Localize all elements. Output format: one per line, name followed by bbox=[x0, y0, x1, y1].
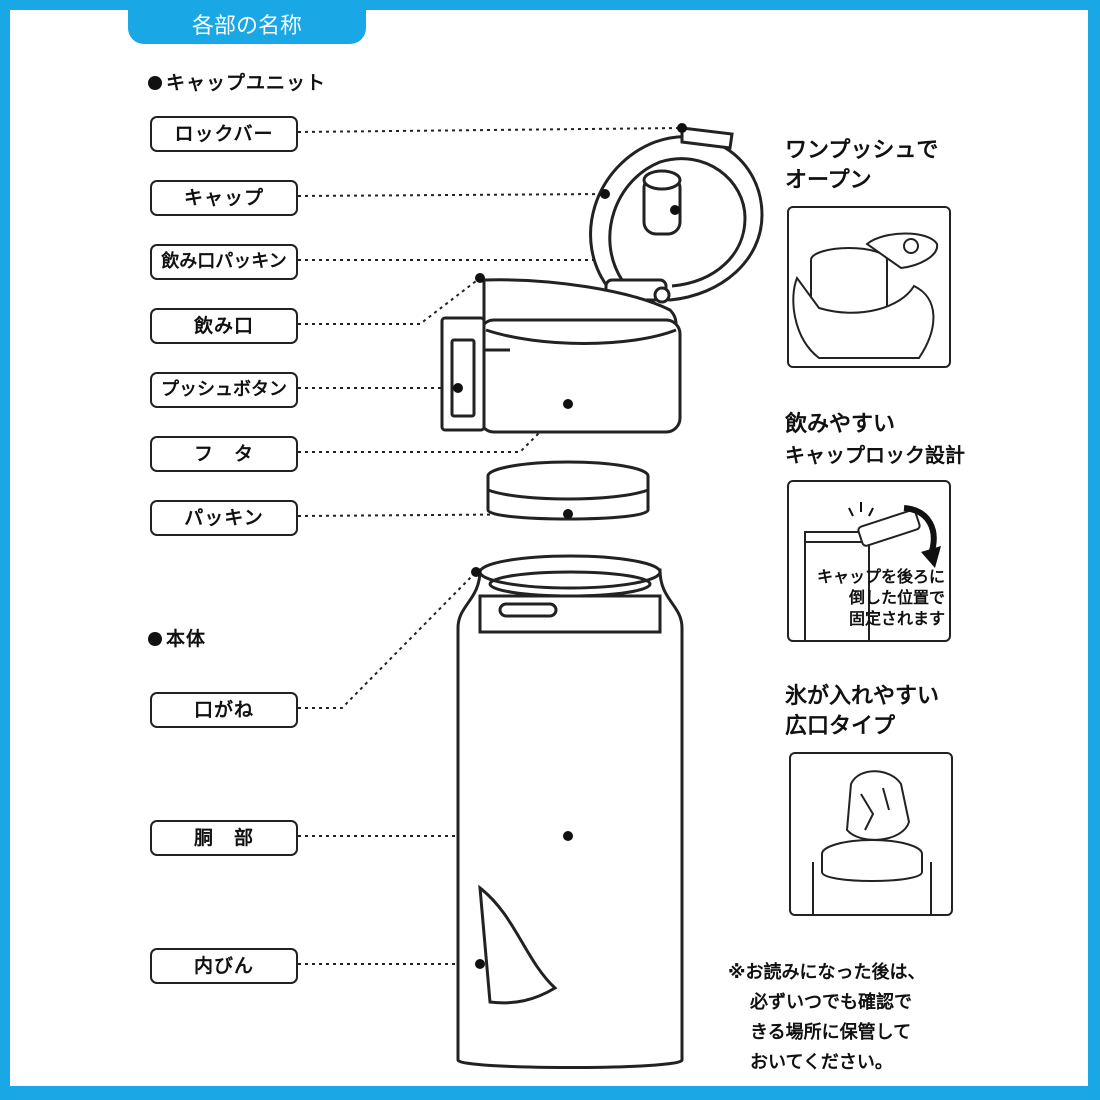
label-inner-bottle: 内びん bbox=[150, 948, 298, 984]
instruction-sheet: 各部の名称 キャップユニット 本体 ロックバー キャップ 飲み口パッキン 飲み口… bbox=[10, 10, 1088, 1086]
label-mouth-ring: 口がね bbox=[150, 692, 298, 728]
cap-lock-illustration: キャップを後ろに 倒した位置で 固定されます bbox=[787, 480, 951, 642]
label-push-button: プッシュボタン bbox=[150, 372, 298, 408]
lid-drawing bbox=[440, 278, 682, 434]
bullet-icon bbox=[148, 632, 162, 646]
packing-drawing bbox=[486, 460, 650, 521]
label-mouth: 飲み口 bbox=[150, 308, 298, 344]
feature-cap-lock-title: 飲みやすい キャップロック設計 bbox=[785, 410, 965, 470]
label-lid: フ タ bbox=[150, 436, 298, 472]
storage-footnote: ※お読みになった後は、 必ずいつでも確認で きる場所に保管して おいてください。 bbox=[728, 958, 968, 1078]
feature-cap-lock-line1: 飲みやすい bbox=[785, 412, 896, 437]
feature-wide-mouth-line1: 氷が入れやすい bbox=[785, 684, 940, 709]
cap-drawing bbox=[589, 126, 764, 304]
feature-one-push-line2: オープン bbox=[785, 168, 872, 193]
feature-one-push-title: ワンプッシュで オープン bbox=[785, 136, 938, 196]
cap-lock-note-line3: 固定されます bbox=[848, 609, 945, 628]
section-cap-unit-label: キャップユニット bbox=[166, 72, 327, 94]
feature-one-push-line1: ワンプッシュで bbox=[785, 138, 939, 163]
leader-dots bbox=[453, 123, 687, 969]
cap-lock-note-line1: キャップを後ろに bbox=[816, 567, 945, 586]
feature-wide-mouth-line2: 広口タイプ bbox=[785, 714, 896, 739]
section-cap-unit: キャップユニット bbox=[148, 68, 326, 95]
label-cap: キャップ bbox=[150, 180, 298, 216]
footnote-line3: きる場所に保管して bbox=[750, 1022, 912, 1043]
bottle-body-drawing bbox=[456, 554, 684, 1069]
label-mouth-packing: 飲み口パッキン bbox=[150, 244, 298, 280]
cap-lock-note: キャップを後ろに 倒した位置で 固定されます bbox=[817, 566, 945, 629]
feature-wide-mouth-title: 氷が入れやすい 広口タイプ bbox=[785, 682, 939, 742]
cap-lock-icon bbox=[804, 502, 941, 640]
leader-lock-bar bbox=[297, 127, 683, 133]
bullet-icon bbox=[148, 76, 162, 90]
footnote-line2: 必ずいつでも確認で bbox=[750, 992, 912, 1013]
ice-in-bottle-icon bbox=[812, 770, 932, 914]
footnote-line4: おいてください。 bbox=[750, 1052, 893, 1073]
footnote-line1: ※お読みになった後は、 bbox=[728, 962, 926, 983]
label-packing: パッキン bbox=[150, 500, 298, 536]
leader-mouth-ring bbox=[298, 571, 477, 709]
leader-cap bbox=[297, 193, 606, 197]
feature-cap-lock-line2: キャップロック設計 bbox=[785, 443, 965, 467]
leader-mouth bbox=[298, 277, 481, 325]
label-lock-bar: ロックバー bbox=[150, 116, 298, 152]
wide-mouth-illustration bbox=[789, 752, 953, 916]
section-body: 本体 bbox=[148, 624, 206, 651]
one-push-illustration bbox=[787, 206, 951, 368]
hand-opening-cap-icon bbox=[792, 232, 939, 359]
cap-lock-note-line2: 倒した位置で bbox=[848, 588, 945, 607]
label-barrel: 胴 部 bbox=[150, 820, 298, 856]
page-title: 各部の名称 bbox=[128, 10, 366, 44]
section-body-label: 本体 bbox=[166, 628, 207, 650]
bottle-diagram bbox=[297, 123, 764, 1069]
